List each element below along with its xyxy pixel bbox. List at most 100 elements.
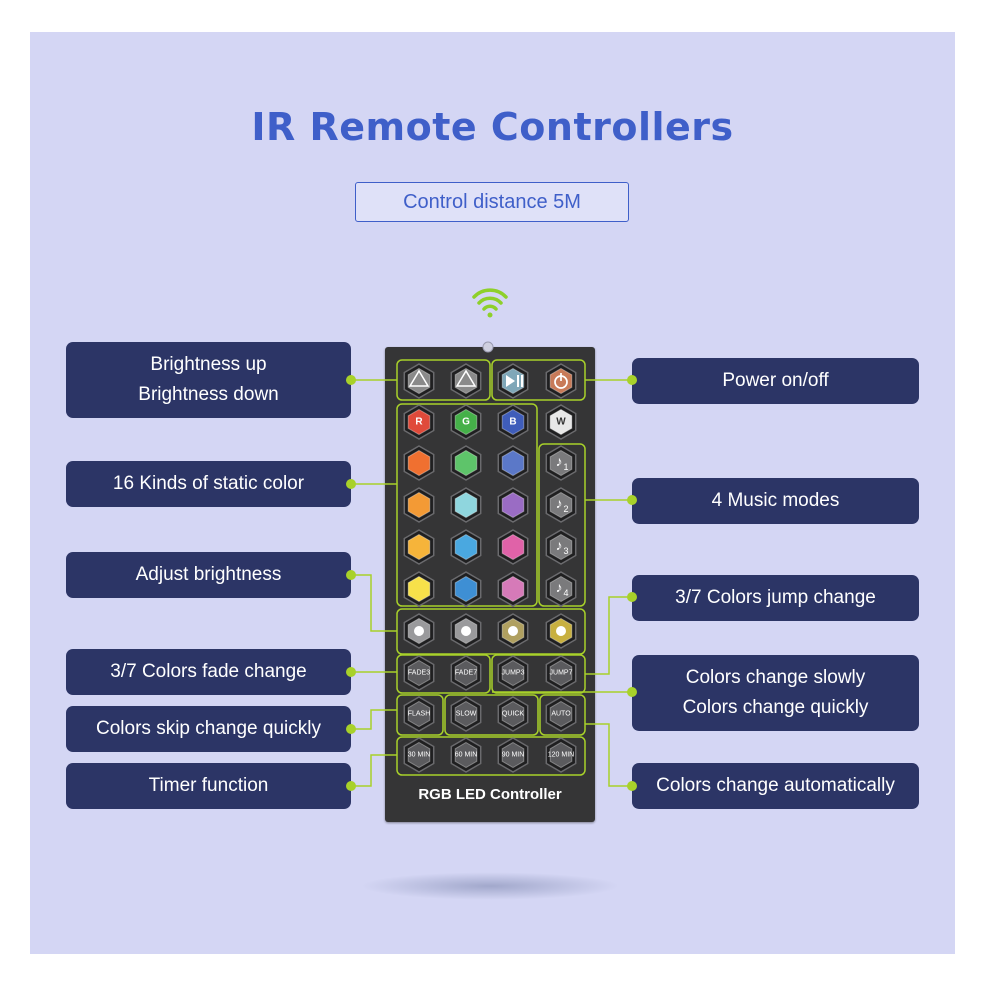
mode-button[interactable] xyxy=(545,655,577,691)
static-color-button[interactable] xyxy=(450,445,482,481)
mode-button[interactable] xyxy=(497,655,529,691)
music-mode-number-1: 1 xyxy=(563,462,568,472)
label-skip: Colors skip change quickly xyxy=(66,706,351,752)
color-letter-w: W xyxy=(556,417,566,428)
mode-button[interactable] xyxy=(403,655,435,691)
label-power: Power on/off xyxy=(632,358,919,404)
static-color-button[interactable] xyxy=(497,487,529,523)
static-color-button[interactable] xyxy=(403,445,435,481)
speed-button-label: SLOW xyxy=(456,711,477,718)
music-mode-button-2[interactable] xyxy=(545,487,577,523)
static-color-button[interactable] xyxy=(403,487,435,523)
wifi-icon xyxy=(472,288,508,299)
label-static-color-text: 16 Kinds of static color xyxy=(112,473,305,494)
music-mode-button-3[interactable] xyxy=(545,529,577,565)
mode-button-label: FADE3 xyxy=(408,670,430,677)
static-color-button[interactable] xyxy=(450,529,482,565)
label-adjust-brightness-text: Adjust brightness xyxy=(135,564,282,585)
label-jump: 3/7 Colors jump change xyxy=(632,575,919,621)
static-color-button[interactable] xyxy=(497,529,529,565)
static-color-button[interactable] xyxy=(450,571,482,607)
music-mode-button-4[interactable] xyxy=(545,571,577,607)
static-color-button[interactable] xyxy=(450,487,482,523)
connector-skip xyxy=(351,709,397,730)
speed-button[interactable] xyxy=(497,696,529,732)
timer-button[interactable] xyxy=(545,737,577,773)
connector-dot-auto xyxy=(627,781,637,791)
music-mode-button-1[interactable] xyxy=(545,445,577,481)
music-mode-number-2: 2 xyxy=(563,504,568,514)
mode-button-label: JUMP7 xyxy=(550,670,573,677)
speed-button[interactable] xyxy=(545,696,577,732)
label-brightness-up: Brightness up xyxy=(150,354,267,375)
lamp-up-icon xyxy=(408,369,430,387)
static-color-button[interactable] xyxy=(403,571,435,607)
sun-icon xyxy=(414,626,424,636)
group-auto-outline xyxy=(539,694,586,736)
music-mode-number-3: 3 xyxy=(563,546,568,556)
group-flash-outline xyxy=(396,694,444,736)
timer-button-label: 90 MIN xyxy=(502,752,525,759)
color-button-g[interactable] xyxy=(450,404,482,440)
color-letter-g: G xyxy=(462,417,470,428)
color-letter-r: R xyxy=(415,417,423,428)
static-color-button[interactable] xyxy=(497,445,529,481)
static-color-button[interactable] xyxy=(403,529,435,565)
label-auto-text: Colors change automatically xyxy=(656,775,895,796)
speed-button-label: FLASH xyxy=(408,711,431,718)
label-fade-text: 3/7 Colors fade change xyxy=(110,661,307,682)
connector-timer xyxy=(351,754,397,787)
connector-adjust xyxy=(351,574,397,632)
connector-auto xyxy=(585,723,632,787)
color-button-w[interactable] xyxy=(545,404,577,440)
remote-shadow xyxy=(360,872,620,900)
group-timer-outline xyxy=(396,736,586,776)
speed-button[interactable] xyxy=(450,696,482,732)
timer-button[interactable] xyxy=(403,737,435,773)
pause-bar-right-icon xyxy=(521,375,523,387)
color-button-b[interactable] xyxy=(497,404,529,440)
speed-button-label: AUTO xyxy=(551,711,571,718)
label-timer-text: Timer function xyxy=(148,775,269,796)
wifi-icon-mid xyxy=(477,296,503,305)
static-color-button[interactable] xyxy=(497,571,529,607)
speed-button[interactable] xyxy=(403,696,435,732)
music-note-icon: ♪ xyxy=(556,453,563,469)
connector-dot-static xyxy=(346,479,356,489)
brightness-down-button[interactable] xyxy=(450,363,482,399)
distance-badge: Control distance 5M xyxy=(355,182,629,222)
label-music: 4 Music modes xyxy=(632,478,919,524)
page-title: IR Remote Controllers xyxy=(251,105,734,149)
ir-emitter xyxy=(482,341,494,353)
connector-dot-speed xyxy=(627,687,637,697)
timer-button[interactable] xyxy=(497,737,529,773)
connector-dot-adjust xyxy=(346,570,356,580)
group-speed-outline xyxy=(444,694,539,736)
timer-button-label: 120 MIN xyxy=(548,752,574,759)
label-power-text: Power on/off xyxy=(722,370,829,391)
connector-dot-skip xyxy=(346,724,356,734)
brightness-up-button[interactable] xyxy=(403,363,435,399)
lamp-down-icon xyxy=(455,369,477,387)
color-button-r[interactable] xyxy=(403,404,435,440)
label-auto: Colors change automatically xyxy=(632,763,919,809)
connector-dot-music xyxy=(627,495,637,505)
label-music-text: 4 Music modes xyxy=(711,490,840,511)
music-mode-number-4: 4 xyxy=(563,588,568,598)
timer-button-label: 60 MIN xyxy=(455,752,478,759)
connector-dot-power xyxy=(627,375,637,385)
label-adjust-brightness: Adjust brightness xyxy=(66,552,351,598)
label-fade: 3/7 Colors fade change xyxy=(66,649,351,695)
label-jump-text: 3/7 Colors jump change xyxy=(675,587,876,608)
pause-bar-left-icon xyxy=(517,375,519,387)
connector-dot-jump xyxy=(627,592,637,602)
timer-button[interactable] xyxy=(450,737,482,773)
label-brightness: Brightness up Brightness down xyxy=(66,342,351,418)
mode-button[interactable] xyxy=(450,655,482,691)
label-timer: Timer function xyxy=(66,763,351,809)
label-brightness-down: Brightness down xyxy=(138,384,279,405)
connector-jump xyxy=(585,596,632,675)
wifi-icon-inner xyxy=(482,304,498,311)
music-note-icon: ♪ xyxy=(556,495,563,511)
